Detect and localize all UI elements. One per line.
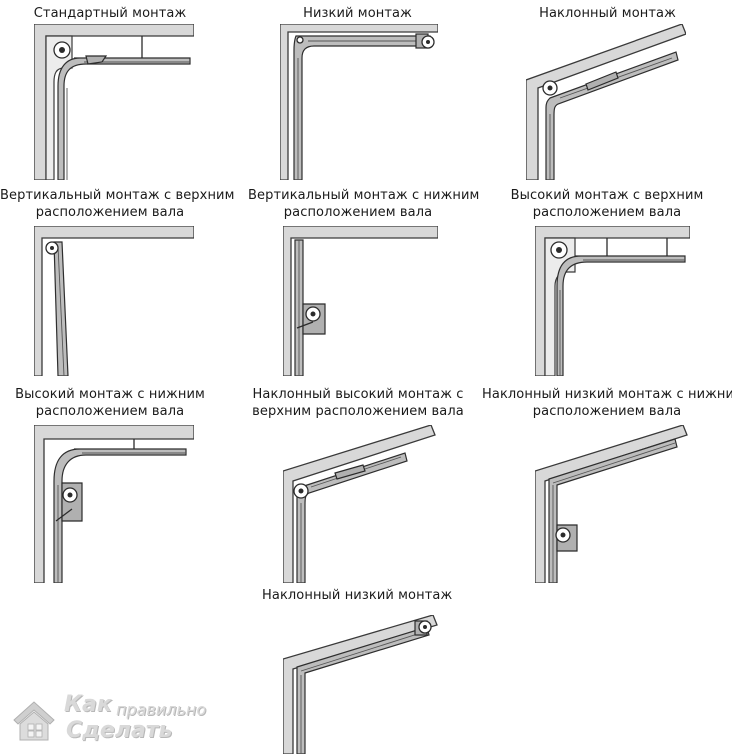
shaft-hub	[67, 492, 73, 498]
guide-rail	[293, 35, 431, 180]
caption-line: Высокий монтаж с нижним	[15, 387, 205, 402]
shaft-hub	[423, 625, 427, 629]
caption-high-bottom: Высокий монтаж с нижним расположением ва…	[10, 386, 210, 420]
figure-standard	[34, 24, 194, 180]
caption-inclined-low-bottom: Наклонный низкий монтаж с нижним располо…	[482, 386, 732, 420]
wall-section	[526, 24, 686, 180]
caption-line: расположением вала	[532, 404, 682, 419]
shaft-hub	[560, 532, 566, 538]
shaft-hub	[556, 247, 562, 253]
caption-vertical-top: Вертикальный монтаж с верхним расположен…	[0, 187, 235, 221]
caption-line: расположением вала	[35, 404, 185, 419]
caption-line: Наклонный низкий монтаж с нижним	[482, 387, 732, 402]
caption-line: верхним расположением вала	[252, 404, 464, 419]
caption-line: расположением вала	[35, 205, 185, 220]
figure-high-top	[535, 226, 690, 376]
spring-bracket	[585, 71, 619, 91]
logo-word-kak: Как	[64, 692, 112, 717]
shaft-hub	[547, 85, 553, 91]
figure-low	[280, 24, 438, 180]
caption-line: Вертикальный монтаж с нижним	[248, 188, 480, 203]
house-icon	[13, 701, 55, 741]
rail-edge	[297, 40, 420, 180]
caption-line: Наклонный монтаж	[539, 6, 676, 21]
wall-section	[280, 24, 438, 180]
caption-low: Низкий монтаж	[270, 5, 445, 22]
caption-line: Наклонный высокий монтаж с	[252, 387, 464, 402]
logo-word-sdelat: Сделать	[66, 718, 173, 743]
rail-edge	[57, 452, 186, 583]
spring-bracket	[334, 464, 366, 480]
wall-section	[283, 615, 438, 754]
caption-line: расположением вала	[283, 205, 433, 220]
figure-vertical-bottom	[283, 226, 438, 376]
guide-rail	[57, 57, 191, 180]
figure-inclined-low	[283, 615, 438, 754]
rail-edge	[57, 245, 65, 376]
shaft-hub	[310, 311, 316, 317]
figure-inclined-high-top	[283, 425, 436, 583]
caption-line: Вертикальный монтаж с верхним	[0, 188, 235, 203]
rail-edge	[552, 442, 676, 583]
caption-line: Низкий монтаж	[303, 6, 412, 21]
caption-line: Наклонный низкий монтаж	[262, 588, 453, 603]
guide-rail	[53, 448, 187, 583]
site-logo: Как правильно Сделать	[10, 692, 220, 748]
caption-inclined: Наклонный монтаж	[515, 5, 700, 22]
figure-high-bottom	[34, 425, 194, 583]
caption-line: Высокий монтаж с верхним	[510, 188, 704, 203]
wall-section	[535, 425, 688, 583]
logo-word-pravilno: правильно	[116, 700, 207, 719]
caption-standard: Стандартный монтаж	[15, 5, 205, 22]
roller	[296, 36, 304, 44]
guide-rail	[548, 438, 678, 583]
caption-high-top: Высокий монтаж с верхним расположением в…	[507, 187, 707, 221]
caption-line: Стандартный монтаж	[33, 6, 187, 21]
shaft-hub	[298, 488, 304, 494]
figure-inclined	[526, 24, 686, 180]
wall-section	[34, 226, 194, 376]
wall-section	[283, 226, 438, 376]
shaft-hub	[426, 40, 430, 44]
wall-section	[283, 425, 436, 583]
rail-edge	[559, 259, 685, 376]
shaft-hub	[50, 246, 54, 250]
rail-edge	[66, 61, 190, 180]
caption-vertical-bottom: Вертикальный монтаж с нижним расположени…	[248, 187, 480, 221]
rail-edge	[300, 630, 428, 754]
figure-vertical-top	[34, 226, 194, 376]
figure-inclined-low-bottom	[535, 425, 688, 583]
spring-bracket	[85, 55, 108, 65]
wall-section	[34, 425, 194, 583]
caption-inclined-low: Наклонный низкий монтаж	[262, 587, 452, 604]
cable	[296, 321, 314, 329]
shaft-hub	[59, 47, 65, 53]
guide-rail	[556, 255, 686, 376]
caption-inclined-high-top: Наклонный высокий монтаж с верхним распо…	[252, 386, 464, 420]
caption-line: расположением вала	[532, 205, 682, 220]
cable	[55, 508, 73, 522]
